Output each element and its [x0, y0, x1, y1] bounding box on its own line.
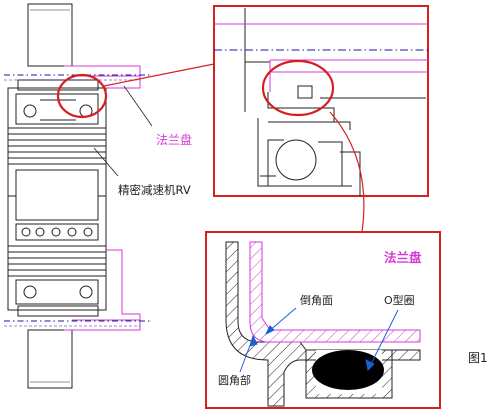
- reducer-leader-line: [93, 147, 119, 177]
- callout-circle-zoom-top: [261, 59, 335, 117]
- o-ring-shape: [312, 350, 384, 390]
- callout-connector-top: [103, 63, 215, 87]
- flange-label-left: 法兰盘: [156, 132, 192, 147]
- zoom-box-top: [213, 5, 429, 197]
- chamfer-face-label: 倒角面: [300, 294, 333, 307]
- centerlines-left-thin: [4, 79, 140, 327]
- zoom-bottom-geometry: [225, 241, 421, 407]
- reducer-label: 精密减速机RV: [118, 183, 191, 197]
- centerlines-left: [4, 74, 152, 322]
- zoom-top-outline: [244, 8, 426, 196]
- flange-label-zoom: 法兰盘: [384, 250, 422, 265]
- callout-connector-bottom: [329, 111, 365, 233]
- flange-outline-left: [64, 65, 141, 331]
- flange-leader-line: [123, 85, 153, 127]
- fillet-label: 圆角部: [218, 373, 251, 387]
- figure-label: 图1: [468, 351, 488, 365]
- callout-circle-left: [56, 73, 108, 119]
- zoom-bottom-leaders: [239, 307, 399, 373]
- o-ring-label: O型圈: [384, 293, 415, 307]
